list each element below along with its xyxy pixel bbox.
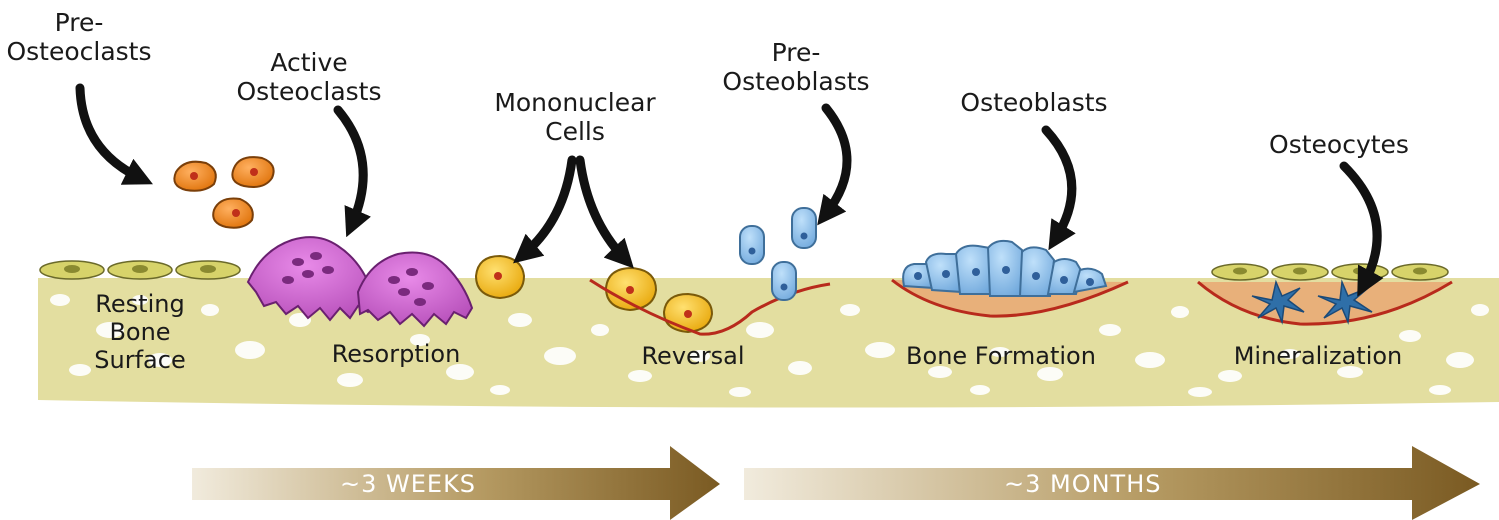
label-active-osteoclasts: Active Osteoclasts xyxy=(226,48,392,106)
bone-pore xyxy=(1188,387,1212,397)
bone-pore xyxy=(544,347,576,365)
bone-pore xyxy=(970,385,990,395)
bone-pore xyxy=(840,304,860,316)
stage-resting-line2: Bone xyxy=(70,318,210,346)
arrow-pre-osteoclasts xyxy=(80,88,140,178)
arrow-pre-osteoblasts xyxy=(826,108,847,214)
timeline-months-label: ~3 MONTHS xyxy=(1004,470,1162,498)
stage-resorption: Resorption xyxy=(316,340,476,368)
arrow-osteoblasts xyxy=(1046,130,1072,238)
stage-resting-bone-surface: Resting Bone Surface xyxy=(70,290,210,374)
stage-resting-line3: Surface xyxy=(70,346,210,374)
arrow-mononuclear-left xyxy=(524,160,572,254)
bone-pore xyxy=(788,361,812,375)
stage-mineralization: Mineralization xyxy=(1208,342,1428,370)
label-mononuclear-line1: Mononuclear xyxy=(480,88,670,117)
timeline-weeks-label: ~3 WEEKS xyxy=(340,470,476,498)
bone-pore xyxy=(1399,330,1421,342)
label-pre-osteoblasts-line1: Pre- xyxy=(708,38,884,67)
label-mononuclear-line2: Cells xyxy=(480,117,670,146)
bone-pore xyxy=(1135,352,1165,368)
bone-pore xyxy=(628,370,652,382)
label-active-osteoclasts-line2: Osteoclasts xyxy=(226,77,392,106)
pre-osteoclast-cells xyxy=(174,157,273,228)
resting-lining-cells xyxy=(40,261,240,279)
label-osteoblasts: Osteoblasts xyxy=(944,88,1124,117)
label-pre-osteoblasts-line2: Osteoblasts xyxy=(708,67,884,96)
label-active-osteoclasts-line1: Active xyxy=(226,48,392,77)
arrow-active-osteoclasts xyxy=(338,110,363,224)
osteoblast-cells xyxy=(903,241,1106,296)
arrow-mononuclear-right xyxy=(580,160,624,258)
bone-pore xyxy=(1429,385,1451,395)
bone-pore xyxy=(1446,352,1474,368)
bone-pore xyxy=(746,322,774,338)
label-pre-osteoclasts: Pre- Osteoclasts xyxy=(4,8,154,66)
label-osteocytes: Osteocytes xyxy=(1254,130,1424,159)
bone-pore xyxy=(490,385,510,395)
bone-pore xyxy=(591,324,609,336)
bone-pore xyxy=(1471,304,1489,316)
bone-pore xyxy=(508,313,532,327)
stage-reversal: Reversal xyxy=(618,342,768,370)
bone-pore xyxy=(1218,370,1242,382)
stage-resting-line1: Resting xyxy=(70,290,210,318)
label-pre-osteoclasts-line1: Pre- xyxy=(4,8,154,37)
bone-pore xyxy=(235,341,265,359)
bone-pore xyxy=(337,373,363,387)
label-pre-osteoclasts-line2: Osteoclasts xyxy=(4,37,154,66)
bone-pore xyxy=(729,387,751,397)
label-mononuclear-cells: Mononuclear Cells xyxy=(480,88,670,146)
stage-bone-formation: Bone Formation xyxy=(886,342,1116,370)
label-pre-osteoblasts: Pre- Osteoblasts xyxy=(708,38,884,96)
bone-pore xyxy=(50,294,70,306)
mineralization-lining-cells xyxy=(1212,264,1448,280)
bone-pore xyxy=(1171,306,1189,318)
bone-pore xyxy=(1099,324,1121,336)
